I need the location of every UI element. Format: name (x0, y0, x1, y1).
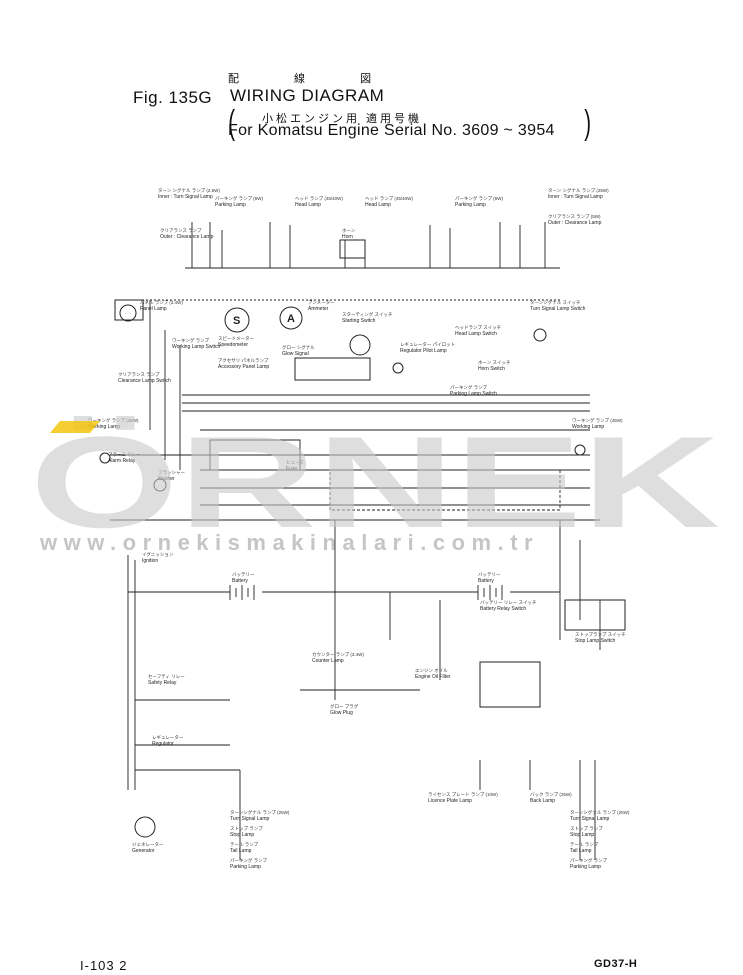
component-label-back-lamp: バック ランプ (25W)Back Lamp (530, 792, 572, 804)
component-label-parking-lamp-right: パーキング ランプ (5W)Parking Lamp (455, 196, 503, 208)
component-label-head-lamp-right: ヘッド ランプ (45/40W)Head Lamp (365, 196, 413, 208)
component-label-counter-lamp: カウンター ランプ (3.4W)Counter Lamp (312, 652, 364, 664)
speedometer-symbol (224, 307, 250, 333)
component-label-license-plate-lamp: ライセンス プレート ランプ (10W)Licence Plate Lamp (428, 792, 498, 804)
ammeter-symbol (279, 306, 303, 330)
paren-open: ( (228, 104, 236, 142)
component-label-turn-signal-lamp-rl: ターンシグナル ランプ (25W)Turn Signal Lamp (230, 810, 290, 822)
title-japanese: 配 線 図 (228, 73, 398, 85)
component-label-turn-signal-lamp-rr: ターンシグナル ランプ (25W)Turn Signal Lamp (570, 810, 630, 822)
starting-switch-symbol (349, 334, 371, 356)
panel-lamp-symbol (119, 304, 137, 322)
subtitle-japanese: 小松エンジン用 適用号機 (262, 113, 423, 125)
component-label-parking-lamp-left: パーキング ランプ (5W)Parking Lamp (215, 196, 263, 208)
component-label-panel-lamp: パネル ランプ (3.4W)Panel Lamp (140, 300, 183, 312)
watermark-url: www.ornekismakinalari.com.tr (40, 530, 540, 555)
component-label-working-lamp-left: ワーキング ランプ (45W)Working Lamp (88, 418, 139, 430)
model-code: GD37-H (594, 958, 638, 970)
page-number-left: I-103 2 (80, 958, 128, 973)
paren-close: ) (584, 104, 592, 142)
ammeter-a-glyph: A (287, 313, 295, 325)
speedometer-s-glyph: S (233, 315, 240, 327)
page-subtitle: For Komatsu Engine Serial No. 3609 ~ 395… (228, 122, 555, 139)
figure-label: Fig. 135G (133, 88, 213, 107)
component-label-outer-clearance-right: クリアランス ランプ (5W)Outer : Clearance Lamp (548, 214, 602, 226)
component-label-head-lamp-left: ヘッド ランプ (45/40W)Head Lamp (295, 196, 343, 208)
component-label-inner-turn-right: ターン シグナル ランプ (25W)Inner : Turn Signal La… (548, 188, 609, 200)
component-label-working-lamp-right: ワーキング ランプ (45W)Working Lamp (572, 418, 623, 430)
page-title: WIRING DIAGRAM (230, 86, 385, 105)
component-label-inner-turn-left: ターン シグナル ランプ (2.5W)Inner : Turn Signal L… (158, 188, 220, 200)
generator-symbol (134, 816, 156, 838)
